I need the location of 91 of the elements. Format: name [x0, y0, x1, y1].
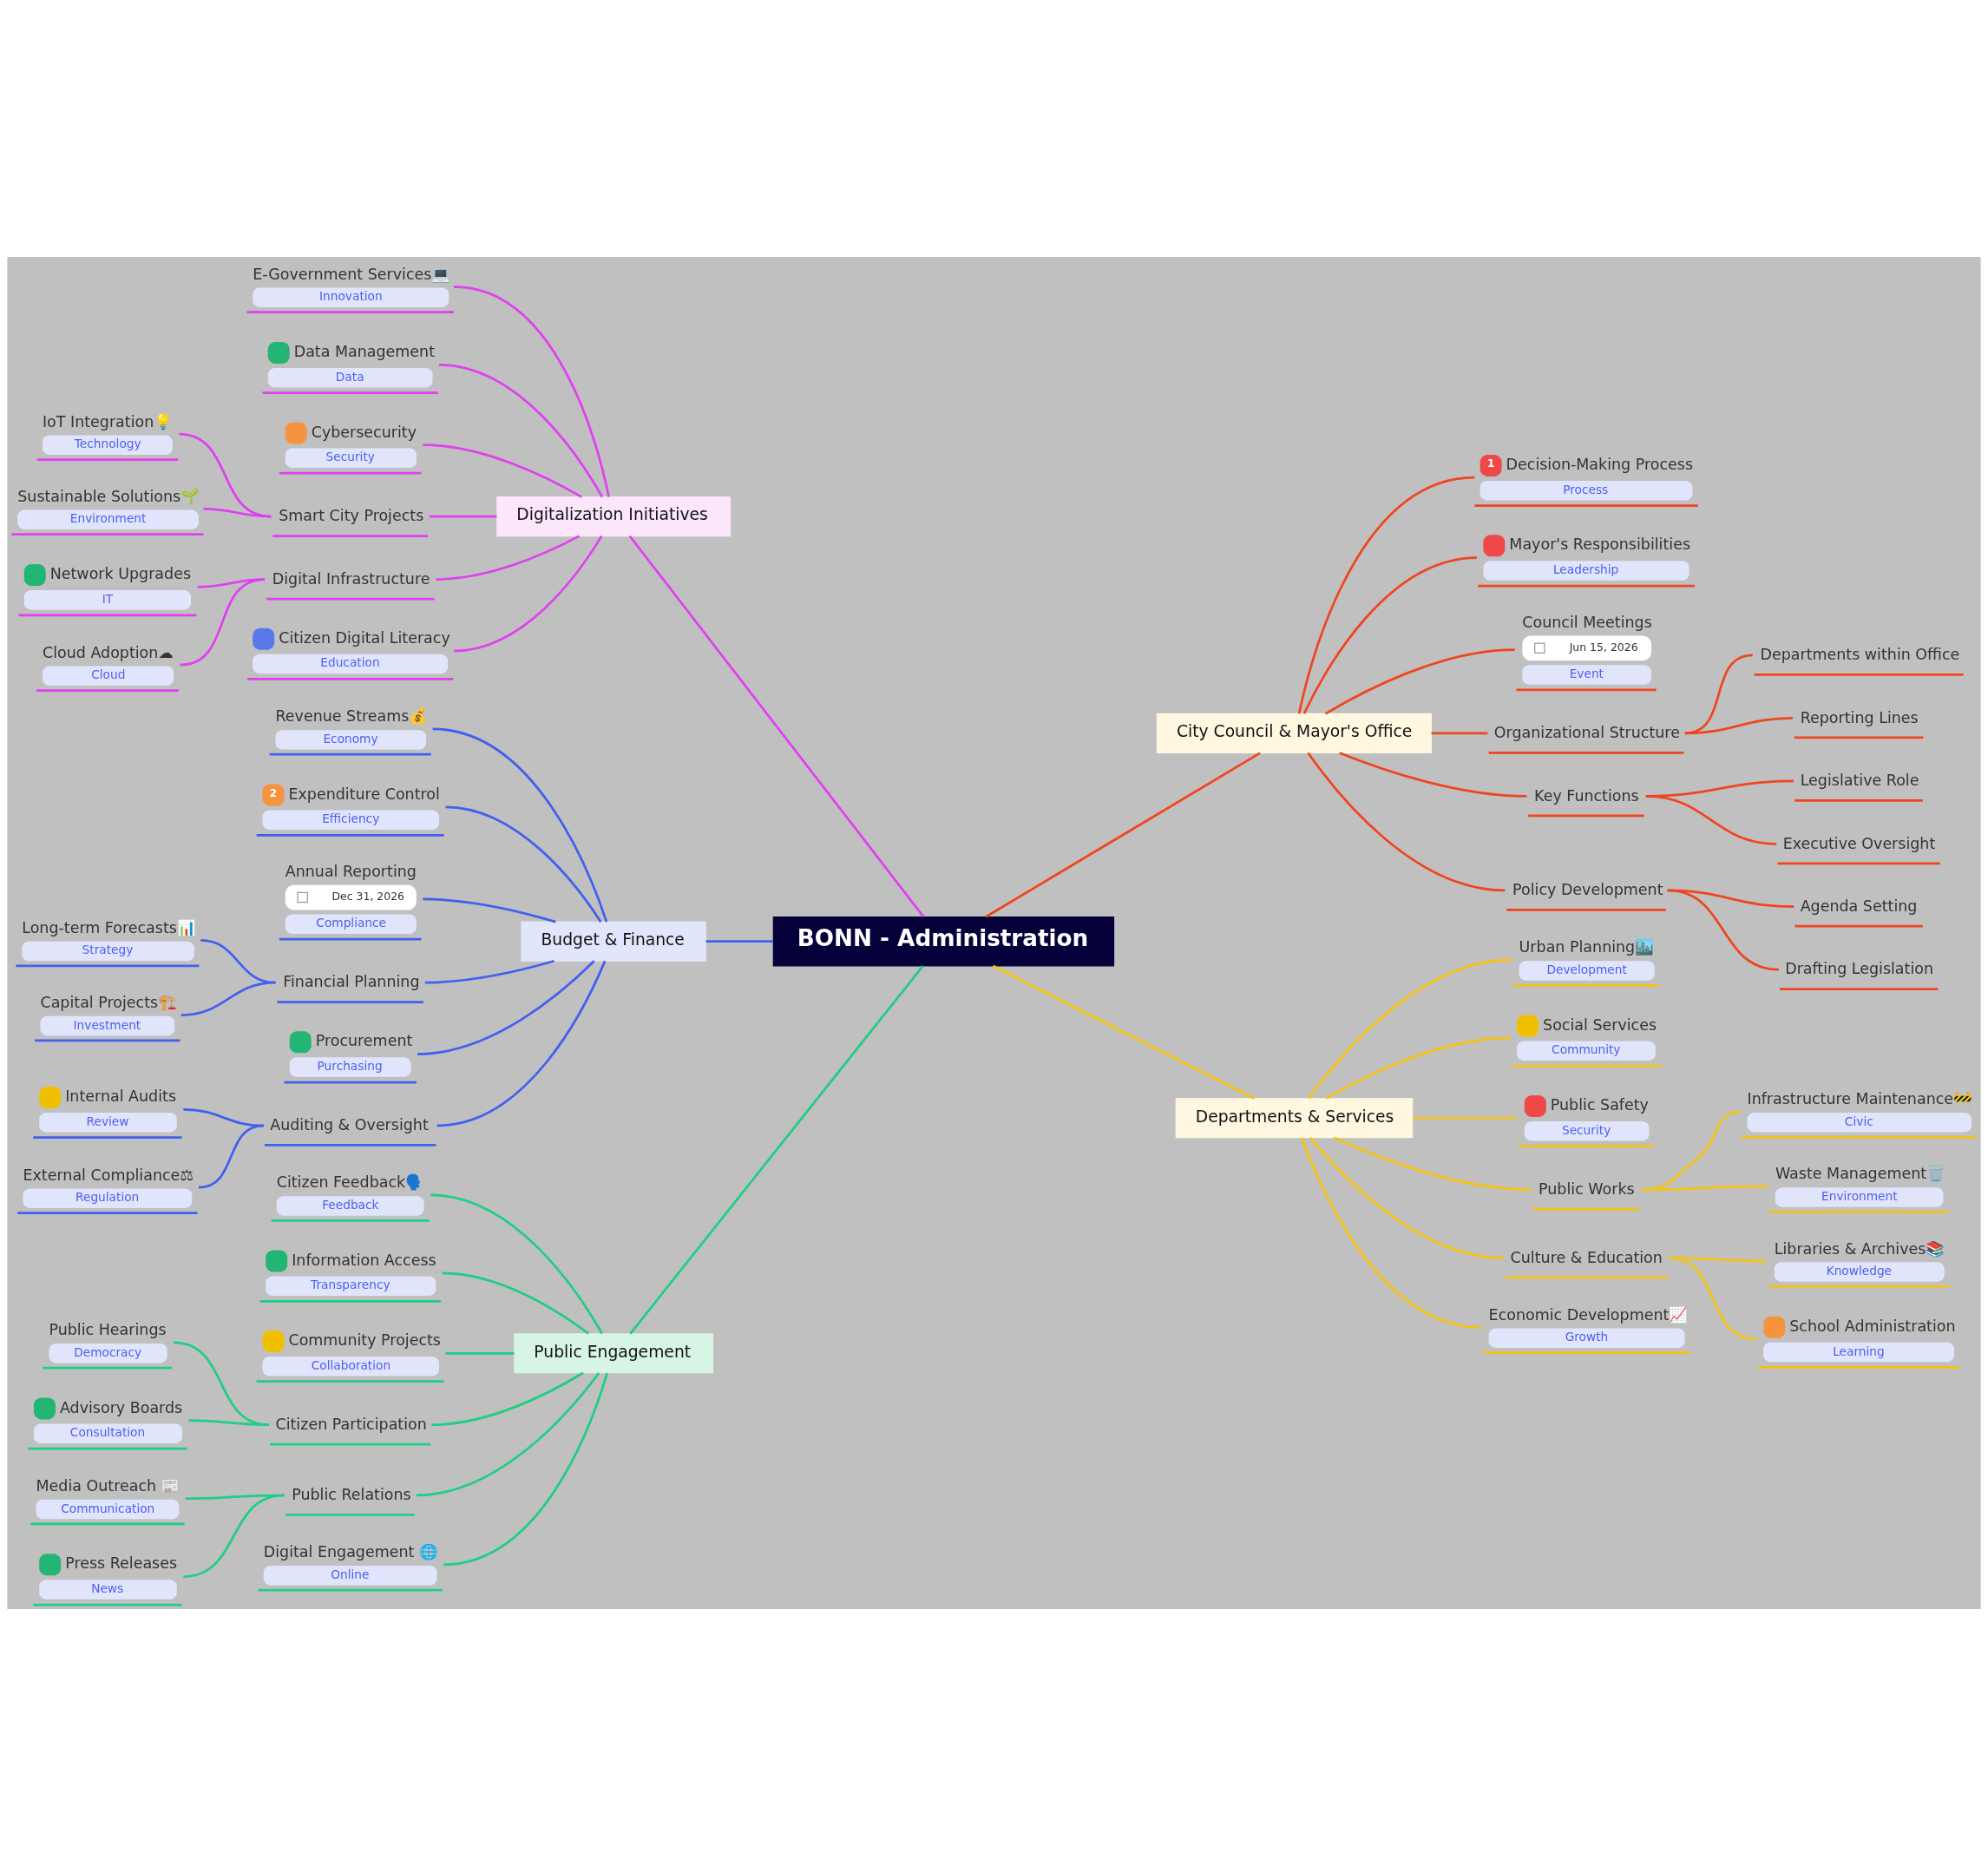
node-text: Public Works	[1539, 1179, 1635, 1198]
connector	[1308, 958, 1512, 1100]
connector	[429, 515, 497, 518]
node-text: Legislative Role	[1800, 772, 1919, 790]
node-box: Digitalization Initiatives	[496, 496, 731, 537]
node-label: Citizen Feedback🗣	[276, 1173, 425, 1192]
connector	[198, 1124, 264, 1189]
node-text: Culture & Education	[1510, 1248, 1663, 1266]
connector	[1412, 1116, 1518, 1120]
node-text: Citizen Participation	[275, 1415, 427, 1433]
node-label: Media Outreach 📰	[36, 1477, 180, 1495]
connector	[629, 965, 924, 1335]
node-text: Agenda Setting	[1800, 897, 1918, 915]
node-text: Executive Oversight	[1782, 834, 1936, 852]
connector	[1297, 476, 1475, 714]
node-label: Sustainable Solutions🌱	[17, 487, 200, 505]
node-label: Cloud Adoption☁	[42, 643, 174, 661]
node-text: Public Relations	[292, 1486, 411, 1504]
connector	[992, 964, 1255, 1100]
connector	[1339, 752, 1527, 798]
connector	[438, 363, 604, 498]
node-label: Economic Development📈	[1488, 1305, 1689, 1324]
connector	[173, 1341, 270, 1427]
node-box: Public Engagement	[514, 1333, 714, 1374]
node-label: E-Government Services💻	[253, 265, 451, 283]
node-text: Digital Infrastructure	[272, 569, 430, 588]
connector	[443, 1372, 608, 1567]
connector	[1334, 1136, 1532, 1192]
connector	[431, 1371, 584, 1427]
node-label: Revenue Streams💰	[275, 707, 429, 726]
node-label: Urban Planning🏙	[1519, 938, 1655, 956]
node-label: Digital Engagement 🌐	[263, 1543, 438, 1561]
node-label: Council Meetings	[1522, 613, 1652, 631]
connector	[1684, 717, 1793, 735]
connector	[453, 535, 603, 653]
connector	[436, 535, 581, 581]
node-label: External Compliance⚖	[23, 1166, 194, 1184]
connector	[1307, 752, 1506, 892]
connector	[416, 1372, 600, 1497]
node-label: Public Hearings	[49, 1321, 167, 1339]
node-box: Departments & Services	[1175, 1098, 1414, 1139]
node-label: Infrastructure Maintenance🚧	[1747, 1090, 1973, 1108]
node-label: Libraries & Archives📚	[1774, 1239, 1945, 1258]
connector	[442, 1271, 590, 1335]
node-text: Auditing & Oversight	[270, 1116, 429, 1134]
connector	[445, 1351, 515, 1355]
connector	[180, 578, 266, 667]
connector	[1641, 1185, 1768, 1192]
node-text: Departments within Office	[1760, 646, 1960, 664]
connector	[705, 940, 774, 943]
connector	[423, 444, 582, 498]
connector	[430, 1193, 603, 1335]
connector	[1309, 1137, 1505, 1259]
connector	[185, 1494, 285, 1500]
connector	[1301, 1137, 1482, 1329]
connector	[1302, 556, 1477, 714]
connector	[985, 752, 1261, 918]
connector	[436, 960, 607, 1127]
node-text: Reporting Lines	[1800, 708, 1919, 726]
node-text: Organizational Structure	[1493, 724, 1680, 742]
connector	[180, 981, 276, 1016]
node-box: City Council & Mayor's Office	[1156, 713, 1433, 753]
node-text: Smart City Projects	[279, 507, 424, 525]
connector	[432, 727, 608, 923]
node-label: Capital Projects🏗	[40, 994, 178, 1012]
connector	[183, 1494, 285, 1578]
node-label: Long-term Forecasts📊	[22, 918, 196, 936]
node-box: BONN - Administration	[772, 916, 1115, 967]
connector	[445, 805, 602, 923]
connector	[179, 432, 272, 518]
connector	[1645, 794, 1777, 845]
node-text: Drafting Legislation	[1785, 960, 1934, 978]
node-text: Policy Development	[1512, 881, 1663, 899]
connector	[1324, 648, 1515, 715]
node-text: Financial Planning	[283, 973, 420, 991]
node-label: IoT Integration💡	[42, 412, 174, 430]
connector	[188, 1419, 269, 1427]
node-label: Waste Management🗑	[1775, 1165, 1946, 1183]
connector	[628, 535, 925, 918]
connector	[203, 508, 272, 518]
connector	[1668, 1257, 1757, 1341]
connector	[417, 960, 595, 1055]
connector	[423, 897, 556, 923]
connector	[453, 285, 610, 497]
connector	[1325, 1036, 1511, 1100]
node-label: Annual Reporting	[285, 862, 417, 880]
connector	[424, 959, 554, 984]
connector	[1431, 732, 1488, 735]
node-box: Budget & Finance	[521, 921, 706, 962]
node-text: Key Functions	[1534, 786, 1639, 805]
connector	[1667, 889, 1779, 971]
